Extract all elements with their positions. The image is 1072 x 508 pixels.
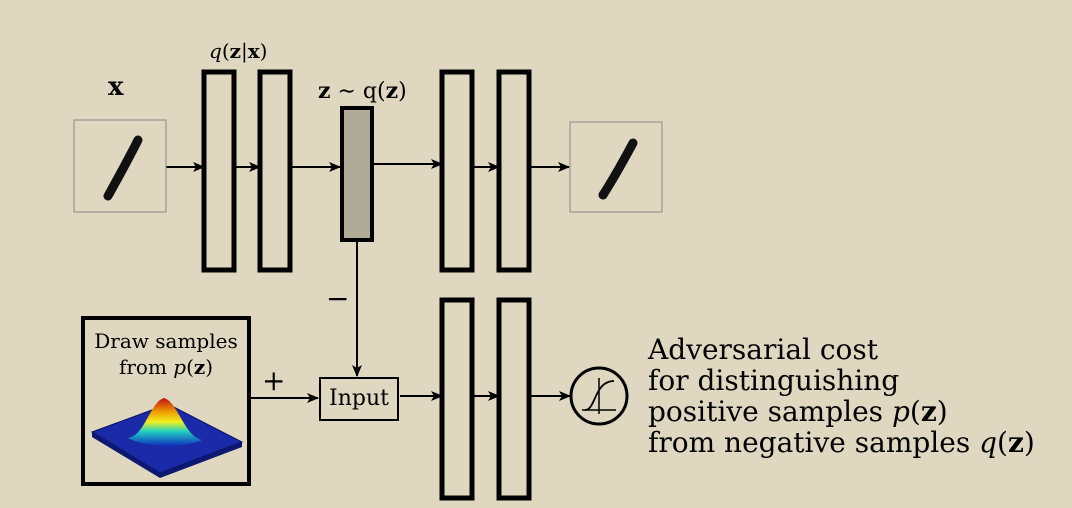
latent-label: z ∼ q(z) (318, 78, 407, 104)
input-x-label: x (108, 72, 124, 102)
minus-sign-label: − (326, 282, 350, 315)
caption-line-3-text: positive samples (648, 395, 892, 428)
encoder-layer-2 (257, 69, 293, 273)
prior-sampler-open: ( (186, 355, 194, 379)
caption-line-3-p: p (891, 395, 910, 428)
encoder-label-q: q (209, 39, 222, 63)
digit-one-output-image (598, 138, 638, 200)
encoder-label-sep: | (240, 39, 248, 63)
decoder-layer-1 (439, 69, 475, 273)
prior-sampler-box: Draw samples from p(z) (81, 316, 251, 486)
prior-sampler-text: Draw samples from p(z) (85, 328, 247, 380)
prior-sampler-p: p (173, 355, 187, 379)
caption-line-3: positive samples p(z) (648, 396, 1035, 427)
caption-line-4: from negative samples q(z) (648, 427, 1035, 458)
discriminator-layer-1 (439, 297, 475, 501)
caption-line-4-open: ( (997, 426, 1008, 459)
gaussian-surface-icon (90, 398, 244, 478)
caption-line-3-open: ( (909, 395, 921, 428)
caption-line-3-close: ) (936, 395, 948, 428)
latent-label-close: ) (398, 79, 407, 104)
encoder-label-z: z (229, 39, 241, 63)
encoder-label-open: ( (221, 39, 230, 63)
prior-sampler-close: ) (205, 355, 214, 379)
discriminator-layer-2 (496, 297, 532, 501)
adversarial-cost-caption: Adversarial cost for distinguishing posi… (648, 334, 1035, 458)
caption-line-4-q: q (979, 426, 998, 459)
encoder-label-close: ) (259, 39, 268, 63)
decoder-layer-2 (496, 69, 532, 273)
latent-layer (340, 106, 374, 242)
latent-label-mid: ∼ q( (330, 79, 386, 104)
latent-label-z2: z (385, 78, 399, 104)
caption-line-1: Adversarial cost (648, 333, 879, 366)
encoder-layer-1 (201, 69, 237, 273)
prior-sampler-from: from (118, 355, 174, 379)
prior-sampler-z: z (193, 355, 206, 379)
plus-sign-label: + (262, 364, 286, 397)
caption-line-3-z: z (920, 395, 937, 428)
caption-line-4-text: from negative samples (648, 426, 980, 459)
latent-label-z: z (318, 78, 331, 104)
prior-sampler-line-2: from p(z) (85, 354, 247, 380)
caption-line-4-z: z (1007, 426, 1024, 459)
caption-line-2: for distinguishing (648, 364, 900, 397)
digit-one-input-image (103, 135, 143, 201)
encoder-label-x: x (247, 39, 260, 63)
caption-line-4-close: ) (1023, 426, 1035, 459)
prior-sampler-line-1: Draw samples (94, 329, 238, 353)
sigmoid-icon (569, 366, 629, 426)
discriminator-input-box: Input (319, 377, 399, 421)
encoder-label: q(z|x) (209, 39, 267, 63)
